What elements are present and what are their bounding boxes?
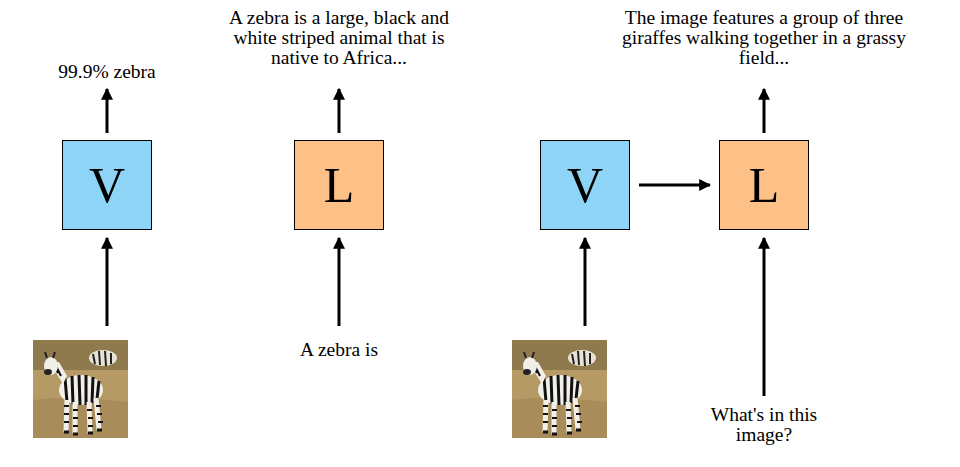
model-letter: L: [749, 160, 780, 210]
output-arrow: [106, 89, 109, 133]
input-arrow: [106, 238, 109, 326]
text-prompt: A zebra is: [274, 340, 404, 360]
language-model-box: L: [294, 140, 384, 230]
classifier-output: 99.9% zebra: [42, 62, 172, 82]
generated-text: A zebra is a large, black and white stri…: [223, 8, 455, 68]
input-arrow: [338, 238, 341, 326]
vision-model-box: V: [540, 140, 630, 230]
model-letter: V: [567, 160, 603, 210]
generated-caption: The image features a group of three gira…: [614, 8, 914, 68]
vision-model-box: V: [62, 140, 152, 230]
question-prompt: What's in this image?: [709, 405, 819, 445]
output-arrow: [338, 89, 341, 133]
output-arrow: [763, 89, 766, 133]
language-model-box: L: [719, 140, 809, 230]
model-letter: V: [89, 160, 125, 210]
zebra-photo: [33, 340, 128, 438]
input-arrow: [584, 238, 587, 326]
feature-arrow: [639, 184, 710, 187]
input-arrow: [763, 238, 766, 396]
zebra-photo: [512, 340, 607, 438]
model-letter: L: [324, 160, 355, 210]
flow-arrows: [107, 89, 764, 396]
